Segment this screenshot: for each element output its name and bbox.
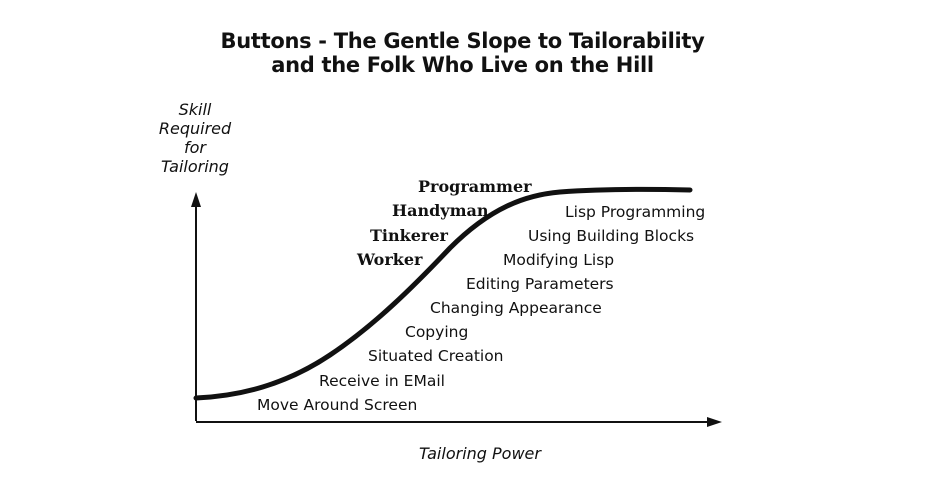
- y-axis-label-line: Required: [158, 119, 232, 138]
- x-axis-label: Tailoring Power: [419, 444, 541, 463]
- diagram-title-line-1: Buttons - The Gentle Slope to Tailorabil…: [220, 29, 705, 53]
- activity-label: Modifying Lisp: [503, 251, 615, 269]
- activity-label: Editing Parameters: [466, 275, 614, 293]
- activity-label: Changing Appearance: [430, 299, 602, 317]
- x-axis-arrowhead: [707, 417, 722, 427]
- y-axis-label-line: for: [184, 138, 206, 157]
- gentle-slope-curve: [193, 186, 693, 401]
- activity-label: Lisp Programming: [565, 203, 706, 221]
- y-axis-arrowhead: [191, 192, 201, 207]
- activity-label: Receive in EMail: [319, 372, 445, 390]
- activity-label: Situated Creation: [368, 347, 504, 365]
- role-label-programmer: Programmer: [418, 177, 532, 196]
- y-axis-label-line: Tailoring: [161, 157, 229, 176]
- role-label-worker: Worker: [357, 250, 423, 269]
- diagram-title-line-2: and the Folk Who Live on the Hill: [271, 53, 654, 77]
- role-label-handyman: Handyman: [392, 201, 489, 220]
- activity-label: Copying: [405, 323, 469, 341]
- activity-label: Using Building Blocks: [528, 227, 695, 245]
- activity-label: Move Around Screen: [257, 396, 418, 414]
- y-axis-label-line: Skill: [178, 100, 212, 119]
- role-label-tinkerer: Tinkerer: [370, 226, 448, 245]
